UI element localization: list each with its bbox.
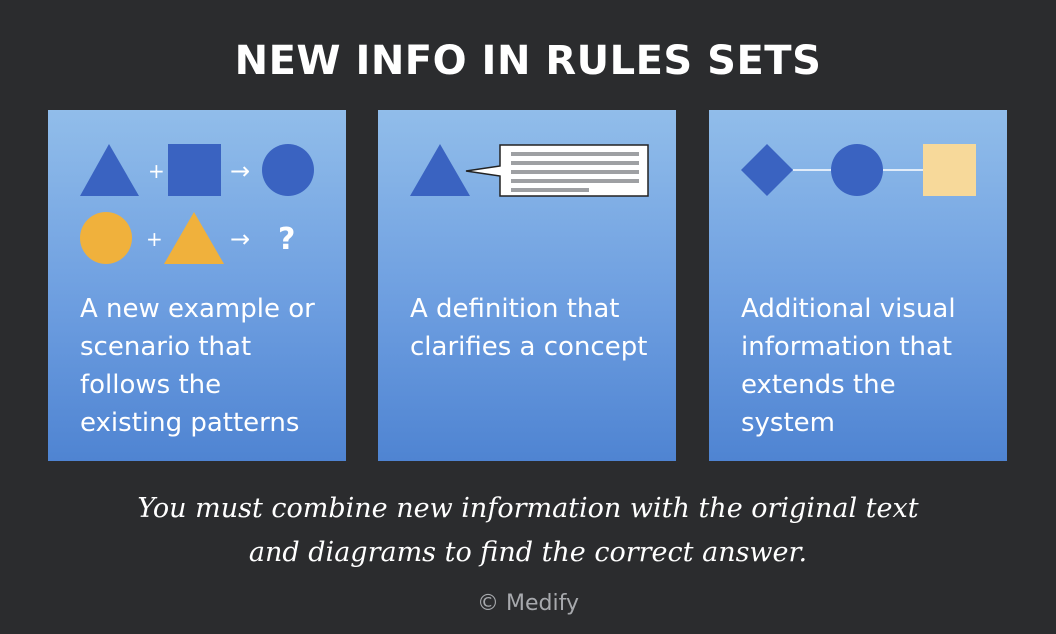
orange-triangle-icon — [164, 212, 224, 264]
copyright: © Medify — [477, 591, 579, 616]
arrow-icon: → — [230, 225, 250, 253]
caption-line-2: and diagrams to find the correct answer. — [248, 537, 808, 568]
blue-triangle-icon — [80, 144, 139, 196]
blue-circle-icon — [262, 144, 314, 196]
definition-callout-icon — [465, 144, 649, 197]
card-additional-visual: Additional visual information that exten… — [709, 110, 1007, 461]
card-definition: A definition that clarifies a concept — [378, 110, 676, 461]
card-2-text: A definition that clarifies a concept — [410, 294, 648, 362]
cream-square-icon — [923, 144, 976, 196]
blue-diamond-icon — [741, 144, 793, 196]
card-1-text: A new example or scenario that follows t… — [80, 294, 315, 438]
question-mark-icon: ? — [278, 222, 295, 257]
orange-circle-icon — [80, 212, 132, 264]
card-1-diagram: + → + → ? — [80, 144, 314, 264]
blue-triangle-icon — [410, 144, 470, 196]
card-3-text: Additional visual information that exten… — [741, 294, 956, 438]
blue-square-icon — [168, 144, 221, 196]
arrow-icon: → — [230, 157, 250, 185]
plus-icon: + — [146, 227, 163, 251]
page-title: NEW INFO IN RULES SETS — [234, 38, 822, 84]
plus-icon: + — [148, 159, 165, 183]
card-3-diagram — [741, 144, 976, 196]
caption: You must combine new information with th… — [0, 487, 1056, 575]
card-new-example: + → + → ? A new example or scenario that… — [48, 110, 346, 461]
card-2-diagram — [410, 144, 649, 197]
caption-line-1: You must combine new information with th… — [137, 493, 919, 524]
blue-circle-icon — [831, 144, 883, 196]
